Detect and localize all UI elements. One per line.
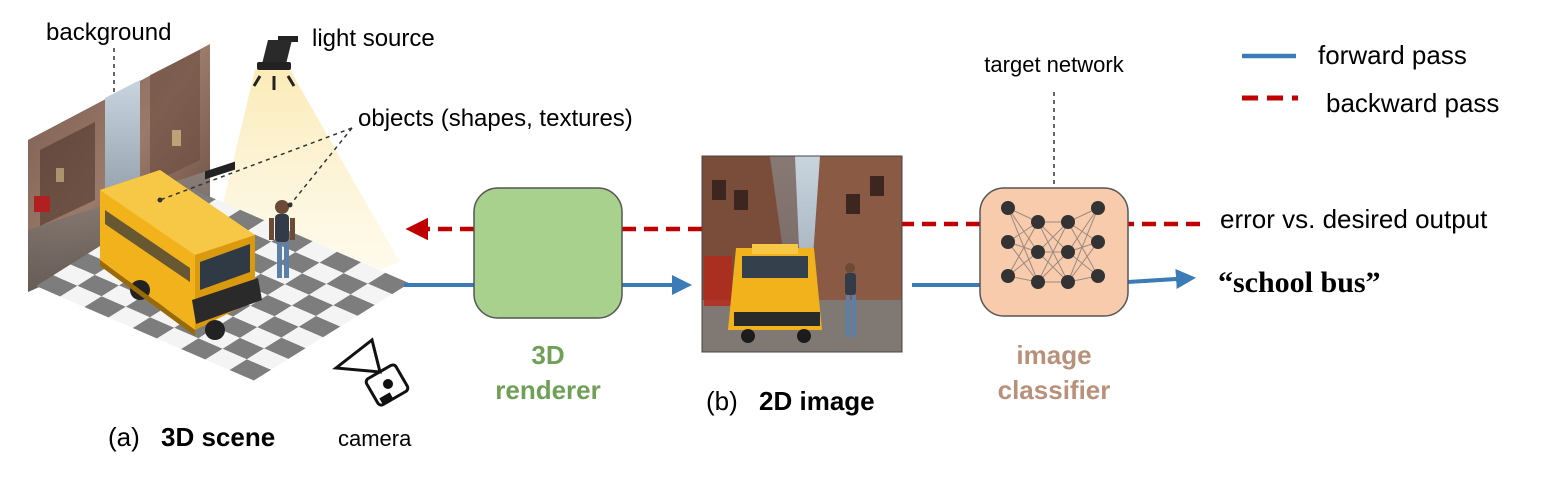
floor-tile <box>302 262 344 284</box>
scene-caption-prefix: (a) <box>108 422 140 452</box>
scene-caption-title: 3D scene <box>161 422 275 452</box>
floor-tile <box>229 359 272 381</box>
network-node <box>1001 235 1015 249</box>
classifier-label-line1: image <box>1016 340 1091 370</box>
floor-tile <box>222 337 265 360</box>
network-node <box>1001 201 1015 215</box>
floor-tile <box>132 317 175 339</box>
floor-tile <box>60 285 102 307</box>
renderer-box <box>473 187 623 319</box>
objects-pointer-bus <box>159 127 353 201</box>
floor-tile <box>181 338 223 360</box>
camera-icon <box>332 337 410 407</box>
floor-tile <box>319 251 362 274</box>
legend-backward-label: backward pass <box>1326 88 1499 118</box>
legend-forward-label: forward pass <box>1318 40 1467 70</box>
floor-tile <box>298 316 341 338</box>
floor-tile <box>343 262 386 284</box>
network-edge <box>1007 221 1039 277</box>
network-edge <box>1007 241 1039 283</box>
objects-label: objects (shapes, textures) <box>358 105 633 132</box>
floor-tile <box>205 348 247 370</box>
floor-tile <box>274 305 317 327</box>
network-edge <box>1037 221 1069 253</box>
network-node <box>1061 215 1075 229</box>
forward-arrow-classifier-to-output <box>1127 269 1196 289</box>
network-edge <box>1067 207 1099 283</box>
floor-tile <box>281 326 323 349</box>
renderer-block: 3D renderer <box>473 187 623 405</box>
light-source-label: light source <box>312 25 435 52</box>
renderer-label-line1: 3D <box>531 340 564 370</box>
network-edge <box>1037 221 1069 283</box>
image-caption: (b) 2D image <box>706 386 875 416</box>
floor-tile <box>240 327 282 349</box>
network-node <box>1061 245 1075 259</box>
scene-3d: background light source objects (shapes,… <box>28 19 633 452</box>
floor-tile <box>326 273 368 295</box>
image-caption-prefix: (b) <box>706 386 738 416</box>
floor-tile <box>264 337 306 359</box>
output-label: “school bus” <box>1218 266 1381 299</box>
network-node <box>1031 215 1045 229</box>
classifier-label-line2: classifier <box>998 375 1111 405</box>
floor-tile <box>108 306 151 328</box>
pipeline-arrows <box>404 217 1200 295</box>
person-object <box>269 200 295 278</box>
spotlight-icon <box>252 36 298 90</box>
floor-tile <box>333 294 375 316</box>
network-node <box>1001 269 1015 283</box>
floor-tile <box>291 294 334 316</box>
background-label: background <box>46 19 171 46</box>
floor-tile <box>157 327 199 349</box>
floor-tile <box>36 275 78 297</box>
network-edge <box>1007 207 1039 253</box>
network-edge <box>1037 251 1069 283</box>
classifier-block: target network image classifier <box>979 52 1129 405</box>
school-bus-object <box>100 161 262 340</box>
floor-tile <box>77 274 119 297</box>
floor-tile <box>257 316 299 338</box>
floor-tile <box>70 253 113 275</box>
network-node <box>1061 275 1075 289</box>
scene-caption: (a) 3D scene <box>108 422 275 452</box>
floor-tile <box>101 285 144 307</box>
floor-tile <box>246 348 289 370</box>
floor-tile <box>350 283 393 305</box>
network-edge <box>1067 241 1099 283</box>
network-node <box>1091 269 1105 283</box>
network-edge <box>1007 207 1039 283</box>
rendered-2d-image: (b) 2D image <box>701 155 903 416</box>
floor-tile <box>125 295 168 318</box>
floor-tile <box>267 284 310 306</box>
image-caption-title: 2D image <box>759 386 875 416</box>
floor-tile <box>53 264 95 286</box>
floor-tile <box>309 283 351 306</box>
error-label: error vs. desired output <box>1220 204 1488 234</box>
network-edge <box>1067 207 1099 253</box>
objects-pointer-person <box>289 127 353 206</box>
network-node <box>1031 245 1045 259</box>
camera-label: camera <box>338 426 412 451</box>
floor-tile <box>285 273 327 295</box>
network-node <box>1091 201 1105 215</box>
floor-tile <box>368 272 410 295</box>
floor-tile <box>233 305 275 328</box>
target-network-label: target network <box>984 52 1124 77</box>
neural-network-icon <box>1001 201 1105 289</box>
floor-tile <box>316 305 358 327</box>
floor-tile <box>215 316 258 338</box>
floor-tile <box>84 296 126 318</box>
network-edge <box>1067 221 1099 277</box>
floor-tile <box>295 241 337 263</box>
legend: forward pass backward pass <box>1242 40 1499 118</box>
network-node <box>1031 275 1045 289</box>
floor-tile <box>222 209 265 232</box>
renderer-label-line2: renderer <box>495 375 601 405</box>
network-node <box>1091 235 1105 249</box>
